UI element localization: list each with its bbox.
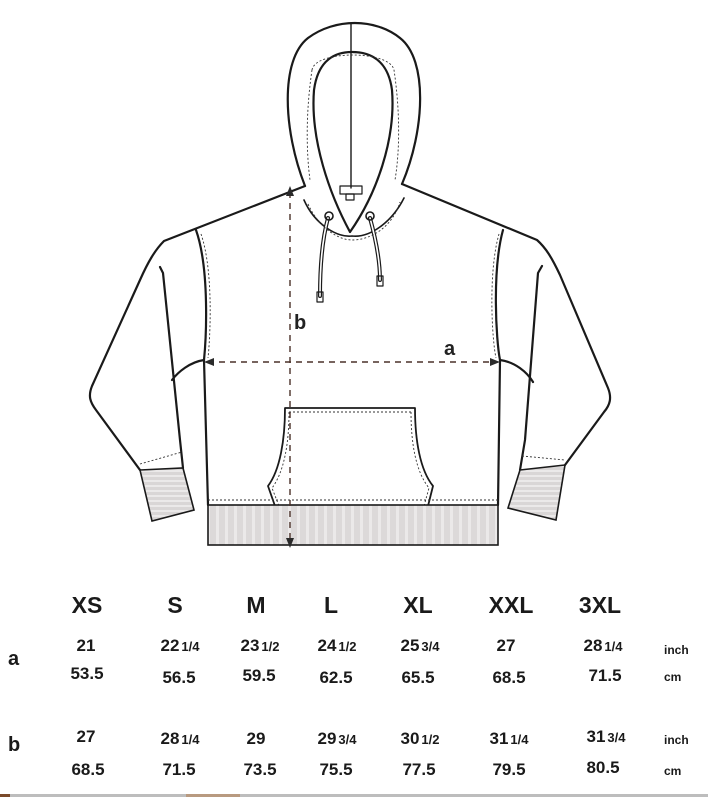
a-unit-inch: inch <box>664 643 689 657</box>
dimension-label-b: b <box>294 312 307 334</box>
a-cm-3xl: 71.5 <box>588 666 622 685</box>
b-unit-inch: inch <box>664 733 689 747</box>
a-cm-xxl: 68.5 <box>492 668 526 687</box>
b-unit-cm: cm <box>664 764 682 778</box>
body-right-side <box>494 228 505 507</box>
size-header-l: L <box>323 592 339 618</box>
left-sleeve-inner <box>158 265 185 470</box>
b-inch-xs: 27 <box>76 727 96 746</box>
a-inch-xs: 21 <box>76 636 96 655</box>
a-cm-m: 59.5 <box>242 666 276 685</box>
b-cm-xxl: 79.5 <box>492 760 526 779</box>
a-cm-s: 56.5 <box>162 668 196 687</box>
row-label-a: a <box>8 648 20 670</box>
b-cm-l: 75.5 <box>319 760 353 779</box>
size-header-m: M <box>246 592 266 618</box>
a-cm-l: 62.5 <box>319 668 353 687</box>
waistband-ribbing <box>207 504 499 546</box>
a-unit-cm: cm <box>664 670 682 684</box>
size-header-xl: XL <box>403 592 433 618</box>
dimension-label-a: a <box>444 338 456 360</box>
hood-outer <box>286 22 422 188</box>
left-cuff <box>139 467 195 522</box>
hoodie-illustration <box>88 22 612 548</box>
size-header-s: S <box>167 592 183 618</box>
bottom-edge-strip <box>0 794 708 797</box>
b-cm-s: 71.5 <box>162 760 196 779</box>
a-cm-xl: 65.5 <box>401 668 435 687</box>
size-header-xs: XS <box>71 592 103 618</box>
body-left-side <box>194 228 210 507</box>
a-inch-xxl: 27 <box>496 636 516 655</box>
size-header-xxl: XXL <box>488 592 534 618</box>
b-cm-xs: 68.5 <box>71 760 105 779</box>
right-sleeve-inner <box>518 264 544 472</box>
b-cm-xl: 77.5 <box>402 760 436 779</box>
row-label-b: b <box>8 734 21 756</box>
size-header-3xl: 3XL <box>578 592 622 618</box>
right-cuff <box>506 464 566 521</box>
b-inch-m: 29 <box>246 729 266 748</box>
left-sleeve-outer <box>88 184 307 472</box>
b-cm-3xl: 80.5 <box>586 758 620 777</box>
kangaroo-pocket <box>267 407 434 507</box>
hood-opening <box>312 50 394 234</box>
right-sleeve-outer <box>400 182 612 467</box>
a-cm-xs: 53.5 <box>70 664 104 683</box>
b-cm-m: 73.5 <box>243 760 277 779</box>
